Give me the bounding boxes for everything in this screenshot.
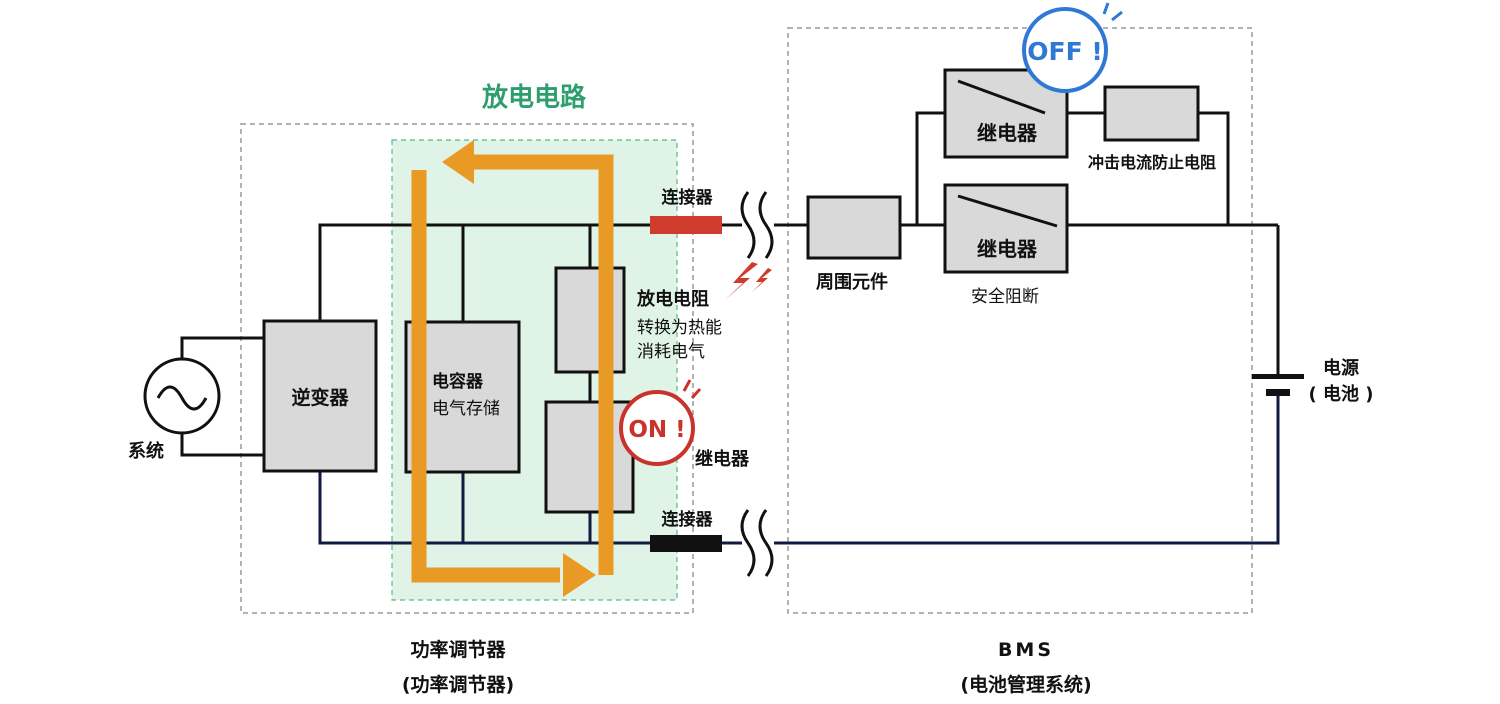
- discharge-relay-label: 继电器: [695, 448, 750, 470]
- inverter-box: [262, 319, 378, 473]
- wire-break-bottom: [740, 509, 774, 577]
- discharge-resistor-desc-1: 转换为热能: [637, 318, 722, 338]
- system-wires: [180, 336, 264, 457]
- bms-relay-bottom: 继电器: [943, 183, 1069, 274]
- bms-group-frame: [787, 27, 1253, 614]
- peripheral-box: [806, 195, 902, 260]
- bms-relay-bottom-label: 继电器: [977, 237, 1038, 261]
- on-status-badge: ON !: [619, 379, 702, 466]
- pcs-group-caption: 功率调节器: [410, 638, 506, 661]
- battery-label-1: 电源: [1323, 357, 1359, 379]
- discharge-resistor-desc-2: 消耗电气: [637, 342, 705, 362]
- inrush-resistor-box: [1103, 85, 1200, 142]
- arrow-head-top: [442, 140, 474, 184]
- discharge-resistor-box: [554, 266, 626, 374]
- return-rail: [318, 396, 1280, 545]
- pcs-group-caption-sub: (功率调节器): [402, 673, 514, 696]
- battery-icon: [1252, 374, 1304, 396]
- discharge-resistor-label: 放电电阻: [636, 288, 709, 310]
- discharge-circuit-title: 放电电路: [481, 82, 587, 113]
- pcs-group-frame: [240, 123, 694, 614]
- bms-relay-top-label: 继电器: [977, 121, 1038, 145]
- peripheral-label: 周围元件: [816, 271, 888, 293]
- connector-top: [650, 216, 722, 234]
- capacitor-label: 电容器: [432, 371, 484, 392]
- positive-rail: [318, 111, 1280, 402]
- discharge-relay-box: [544, 400, 635, 514]
- arrow-head-bottom: [563, 553, 596, 597]
- off-status-badge: OFF !: [1022, 2, 1123, 93]
- bms-group-caption: BMS: [998, 639, 1054, 661]
- ac-source-icon: [143, 357, 221, 435]
- svg-text:OFF !: OFF !: [1027, 37, 1103, 66]
- safety-cutoff-label: 安全阻断: [971, 287, 1039, 307]
- connector-top-label: 连接器: [662, 187, 714, 208]
- capacitor-sublabel: 电气存储: [432, 399, 500, 419]
- battery-label-2: ( 电池 ): [1309, 383, 1374, 405]
- discharge-current-arrow: [411, 154, 614, 583]
- connector-bottom: [650, 535, 722, 552]
- system-label: 系统: [128, 440, 164, 462]
- wire-break-top: [740, 191, 774, 259]
- inrush-resistor-label: 冲击电流防止电阻: [1088, 153, 1216, 172]
- connector-bottom-label: 连接器: [662, 509, 714, 530]
- bms-group-caption-sub: (电池管理系统): [960, 673, 1091, 696]
- spark-icon: [725, 262, 772, 300]
- svg-text:ON !: ON !: [628, 417, 685, 443]
- inverter-label: 逆变器: [291, 386, 349, 409]
